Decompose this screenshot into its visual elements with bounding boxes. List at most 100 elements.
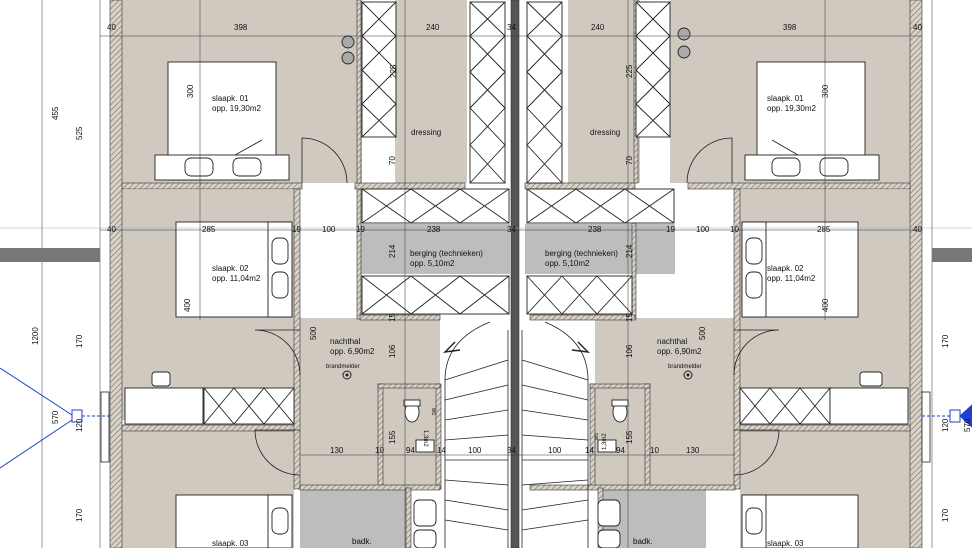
dim-225-right: 225 [625,64,634,78]
floor-storage-right [525,224,675,274]
dim-100-stair-left: 100 [468,446,482,455]
room-name-bath-right: badk. [633,537,653,546]
room-note-hall-right: brandmelder [668,364,702,370]
room-area-bed2-left: opp. 11,04m2 [212,274,261,283]
dim-106-left: 106 [388,344,397,358]
doors [254,137,780,476]
dim-70-right: 70 [625,156,634,165]
dim-34-mid: 34 [507,225,516,234]
dim-19-c: 19 [666,225,675,234]
dim-300-left: 300 [186,84,195,98]
section-marker-left [0,367,110,469]
dim-10-mr: 10 [730,225,739,234]
dim-570: 570 [51,410,60,424]
dim-40-ml: 40 [107,225,116,234]
room-name-bed3-left: slaapk. 03 [212,539,249,548]
dim-214-right: 214 [625,244,634,258]
section-marker-right [922,404,972,428]
dim-285-left: 285 [202,225,216,234]
dim-130-left: 130 [330,446,344,455]
dim-398-left: 398 [234,23,248,32]
dim-525: 525 [75,126,84,140]
dim-15-right: 15 [625,313,634,322]
window-right [921,391,931,463]
room-area-wc-left: 1,3m2 [422,430,428,447]
smoke-detector-right [683,370,693,380]
room-name-hall-left: nachthal [330,337,360,346]
dim-238-right: 238 [588,225,602,234]
furniture [124,27,909,548]
room-name-bed2-left: slaapk. 02 [212,264,249,273]
floor-storage-left [360,224,510,274]
window-left [100,391,110,463]
dim-300-right: 300 [821,84,830,98]
dim-120-left: 120 [75,418,84,432]
dim-130-right: 130 [686,446,700,455]
dim-120-right: 120 [941,418,950,432]
room-name-wc-left: wc [430,407,436,415]
dim-34-low: 34 [507,446,516,455]
dim-400-right: 400 [821,298,830,312]
room-note-hall-left: brandmelder [326,364,360,370]
dim-170-right-b: 170 [941,508,950,522]
dim-500-right: 500 [698,326,707,340]
dim-10-a: 10 [375,446,384,455]
wardrobes [203,1,831,425]
staircase [443,321,590,548]
dim-14-left: 14 [437,446,446,455]
dim-225-left: 225 [389,64,398,78]
walls [109,0,923,548]
room-labels: slaapk. 01 opp. 19,30m2 slaapk. 01 opp. … [212,94,816,548]
room-name-bed2-right: slaapk. 02 [767,264,804,273]
dim-570-right: 570 [963,418,972,432]
dim-240-right: 240 [591,23,605,32]
room-name-dressing-right: dressing [590,128,620,137]
floor-bath-left [300,490,406,548]
dim-100-left: 100 [322,225,336,234]
room-name-storage-left: berging (technieken) [410,249,483,258]
dim-40-tl: 40 [107,23,116,32]
external-wall-right [932,248,972,262]
dim-94-left: 94 [406,446,415,455]
dim-106-right: 106 [625,344,634,358]
dim-34-top: 34 [507,23,516,32]
dim-170a: 170 [75,334,84,348]
dim-10-b: 10 [650,446,659,455]
room-name-hall-right: nachthal [657,337,687,346]
room-area-hall-left: opp. 6,90m2 [330,347,375,356]
room-name-bath-left: badk. [352,537,372,546]
dim-100-right: 100 [696,225,710,234]
room-area-hall-right: opp. 6,90m2 [657,347,702,356]
dim-398-right: 398 [783,23,797,32]
dim-170b: 170 [75,508,84,522]
dim-214-left: 214 [388,244,397,258]
dim-40-tr: 40 [913,23,922,32]
dim-19-a: 19 [292,225,301,234]
dim-155-right: 155 [625,430,634,444]
dim-94-right: 94 [616,446,625,455]
dim-455: 455 [51,106,60,120]
room-name-storage-right: berging (technieken) [545,249,618,258]
room-area-bed2-right: opp. 11,04m2 [767,274,816,283]
dim-70-left: 70 [388,156,397,165]
room-name-bed1-left: slaapk. 01 [212,94,249,103]
dim-15-left: 15 [388,313,397,322]
smoke-detector-left [342,370,352,380]
room-name-wc-right: wc [594,433,600,441]
dim-285-right: 285 [817,225,831,234]
dim-40-mr: 40 [913,225,922,234]
dim-170-right-a: 170 [941,334,950,348]
room-area-storage-right: opp. 5,10m2 [545,259,590,268]
room-area-wc-right: 1,3m2 [602,433,608,450]
room-name-bed3-right: slaapk. 03 [767,539,804,548]
dim-1200: 1200 [31,327,40,345]
dim-155-left: 155 [388,430,397,444]
dim-240-left: 240 [426,23,440,32]
dimension-texts: 455 525 1200 170 570 170 120 40 40 40 40… [31,23,972,522]
dim-500-left: 500 [309,326,318,340]
dim-14-right: 14 [585,446,594,455]
dim-400-left: 400 [183,298,192,312]
room-name-dressing-left: dressing [411,128,441,137]
dim-238-left: 238 [427,225,441,234]
